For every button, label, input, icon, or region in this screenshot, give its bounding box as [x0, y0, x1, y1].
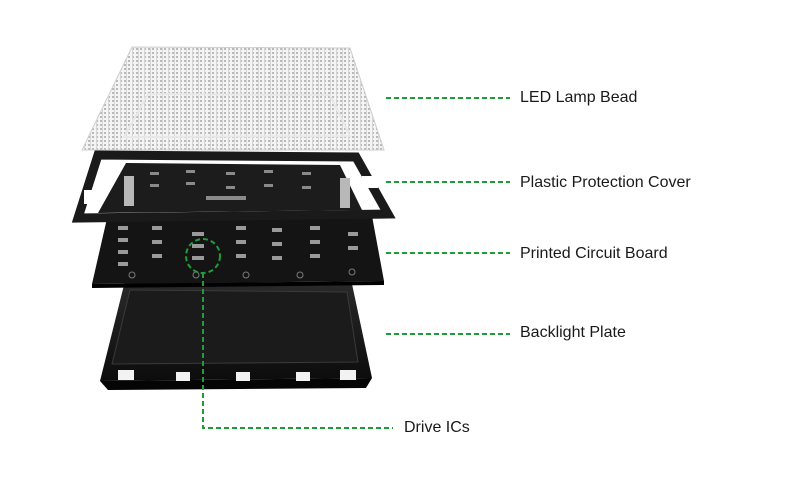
leader-drive-ics: [202, 273, 393, 429]
led-lamp-bead-layer: [81, 46, 385, 151]
label-plastic-protection-cover: Plastic Protection Cover: [520, 174, 691, 191]
label-led-lamp-bead: LED Lamp Bead: [520, 89, 638, 106]
printed-circuit-board: [92, 214, 384, 288]
label-backlight-plate: Backlight Plate: [520, 324, 626, 341]
label-drive-ics: Drive ICs: [404, 419, 470, 436]
plastic-protection-cover: [71, 150, 396, 223]
label-printed-circuit-board: Printed Circuit Board: [520, 245, 668, 262]
backlight-plate: [100, 280, 372, 390]
